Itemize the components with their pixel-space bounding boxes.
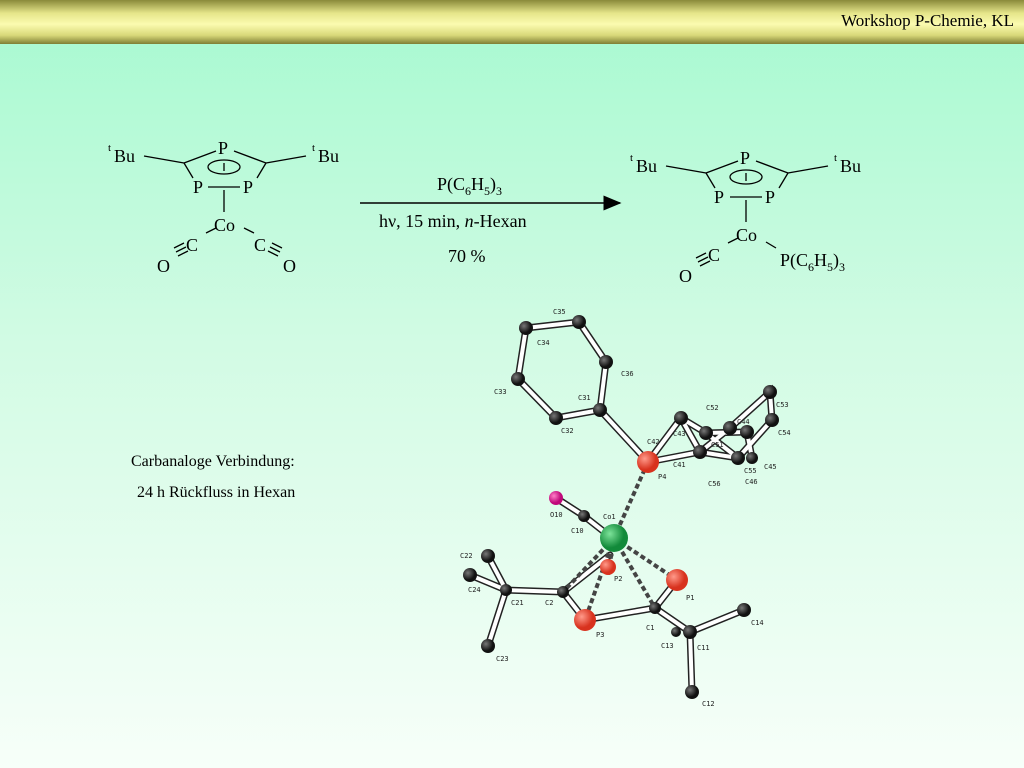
reagent-label: P(C6H5)3	[437, 174, 502, 198]
atom-label: C13	[661, 642, 674, 650]
phosphorus-atom	[666, 569, 688, 591]
atom-label: P3	[596, 631, 604, 639]
atom-label: C55	[744, 467, 757, 475]
tbu-right: Bu	[318, 146, 339, 166]
atom-label: C52	[706, 404, 719, 412]
atom-label: C41	[673, 461, 686, 469]
atom-label: Co1	[603, 513, 616, 521]
header-bar: Workshop P-Chemie, KL	[0, 0, 1024, 44]
tbu-superscript: t	[312, 142, 315, 154]
atom-label: C46	[745, 478, 758, 486]
oxygen-left: O	[157, 256, 170, 276]
atom-label: C24	[468, 586, 481, 594]
atom-label: C43	[673, 430, 686, 438]
atom-label: C14	[751, 619, 764, 627]
atom-label: C33	[494, 388, 507, 396]
tbu-left: Bu	[636, 156, 657, 176]
atom-label: C23	[496, 655, 509, 663]
atom-label: C1	[646, 624, 654, 632]
atom-label: C36	[621, 370, 634, 378]
atom-label: C34	[537, 339, 550, 347]
tbu-right: Bu	[840, 156, 861, 176]
atom-label: C35	[553, 308, 566, 316]
atom-label: P2	[614, 575, 622, 583]
oxygen-label: O	[679, 266, 692, 286]
tbu-left: Bu	[114, 146, 135, 166]
cobalt-label: Co	[214, 215, 235, 235]
carbon-right: C	[254, 235, 266, 255]
atom-label: C2	[545, 599, 553, 607]
atom-label: C53	[776, 401, 789, 409]
phosphorus-left: P	[714, 187, 724, 207]
atom-label: C54	[778, 429, 791, 437]
phosphorus-right: P	[243, 177, 253, 197]
atom-label: C32	[561, 427, 574, 435]
atom-label: C31	[578, 394, 591, 402]
phosphine-ligand-label: P(C6H5)3	[780, 250, 845, 274]
atom-label: C21	[511, 599, 524, 607]
tbu-superscript: t	[108, 142, 111, 154]
atom-label: C56	[708, 480, 721, 488]
carbon-label: C	[708, 245, 720, 265]
cobalt-atom	[600, 524, 628, 552]
yield-label: 70 %	[448, 246, 486, 266]
reaction-conditions: P(C6H5)3 hν, 15 min, n-Hexan 70 %	[379, 174, 527, 266]
atom-label: O10	[550, 511, 563, 519]
phosphorus-atom	[600, 559, 616, 575]
atoms	[463, 315, 779, 699]
phosphorus-top: P	[740, 148, 750, 168]
atom-label: C45	[764, 463, 777, 471]
atom-label: C10	[571, 527, 584, 535]
note-line-1: Carbanaloge Verbindung:	[131, 453, 295, 470]
atom-label: C11	[697, 644, 710, 652]
atom-label: C22	[460, 552, 473, 560]
cobalt-label: Co	[736, 225, 757, 245]
reactant-structure: t Bu t Bu P P P Co C C O O	[108, 138, 339, 276]
atom-label: P1	[686, 594, 694, 602]
phosphorus-atom	[574, 609, 596, 631]
atom-label: C51	[711, 441, 724, 449]
oxygen-right: O	[283, 256, 296, 276]
crystal-structure-image: C35 C34 C33 C36 C31 C32 C52 C53 C43 C44 …	[460, 308, 791, 708]
product-structure: t Bu t Bu P P P Co C O P(C6H5)3	[630, 148, 861, 286]
header-title: Workshop P-Chemie, KL	[841, 11, 1014, 30]
tbu-superscript: t	[630, 152, 633, 164]
atom-label: P4	[658, 473, 666, 481]
phosphorus-left: P	[193, 177, 203, 197]
phosphorus-right: P	[765, 187, 775, 207]
carbon-left: C	[186, 235, 198, 255]
phosphorus-top: P	[218, 138, 228, 158]
note-line-2: 24 h Rückfluss in Hexan	[137, 484, 296, 501]
oxygen-atom	[549, 491, 563, 505]
atom-label: C44	[737, 418, 750, 426]
atom-label: C12	[702, 700, 715, 708]
phosphorus-atom	[637, 451, 659, 473]
tbu-superscript: t	[834, 152, 837, 164]
conditions-label: hν, 15 min, n-Hexan	[379, 211, 527, 231]
atom-label: C42	[647, 438, 660, 446]
